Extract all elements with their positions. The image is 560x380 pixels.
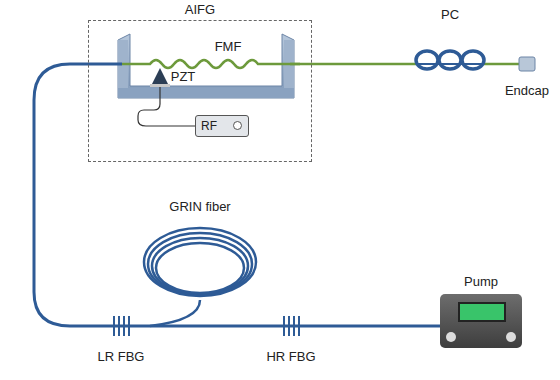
rf-driver: RF (195, 115, 249, 137)
pump-knob (506, 332, 516, 342)
dashed-border (88, 20, 312, 162)
pzt-actuator (152, 68, 168, 84)
part-label: Endcap (505, 83, 549, 98)
grin-coil (144, 228, 256, 326)
fiber (484, 63, 520, 66)
pzt-base (150, 84, 170, 87)
device-label: Pump (440, 274, 522, 289)
pump-laser: Pump (440, 272, 522, 348)
part-label: PZT (171, 69, 196, 84)
part-label: GRIN fiber (169, 199, 230, 214)
fiber-holder (118, 34, 294, 98)
pump-display (458, 302, 506, 322)
part-label: HR FBG (266, 349, 315, 364)
part-label: PC (441, 7, 459, 22)
fiber (290, 63, 416, 66)
pump-knob (446, 332, 456, 342)
group-box: AIFG RF (88, 0, 312, 162)
fiber (34, 64, 445, 326)
polarization-controller (416, 51, 484, 69)
device-label: RF (201, 119, 217, 134)
pzt-wire (138, 87, 196, 126)
device-knob (233, 121, 242, 130)
part-label: FMF (215, 39, 242, 54)
group-title: AIFG (88, 2, 312, 17)
endcap (519, 57, 535, 71)
part-label: LR FBG (98, 349, 145, 364)
fmf-fiber (122, 60, 300, 68)
lr-fbg (114, 316, 129, 336)
pump-housing (440, 294, 522, 348)
hr-fbg (284, 316, 299, 336)
